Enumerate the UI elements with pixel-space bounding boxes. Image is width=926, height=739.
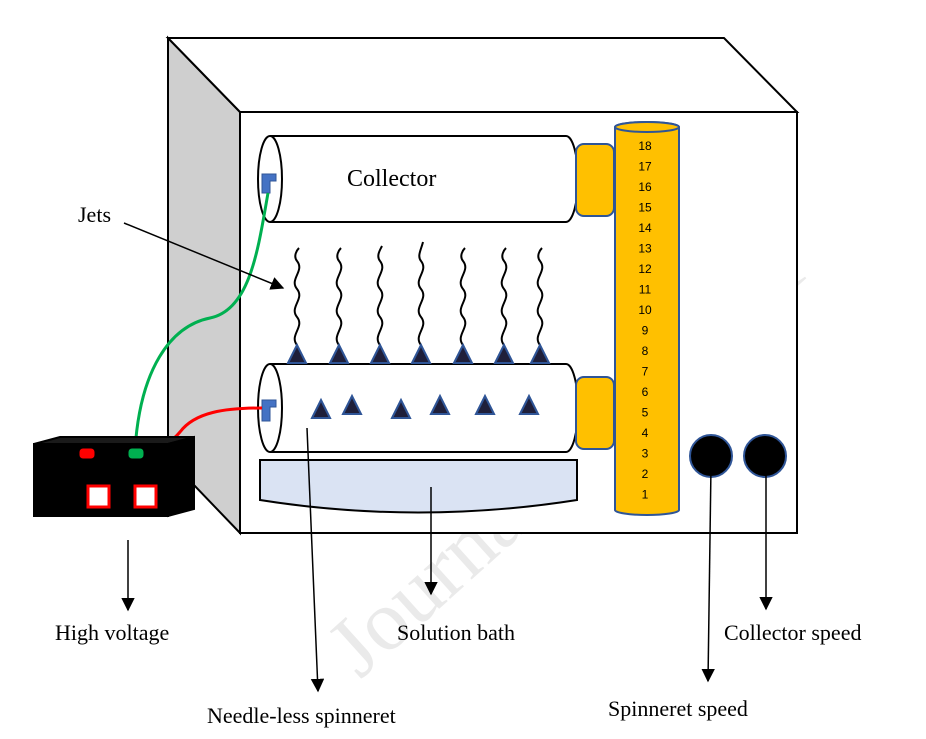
scale-number: 13 [638, 242, 652, 256]
power-supply [33, 435, 195, 518]
scale-number: 10 [638, 303, 652, 317]
scale-number: 12 [638, 262, 652, 276]
scale-number: 11 [639, 283, 652, 297]
spinneret-motor [575, 376, 615, 450]
scale-number: 16 [638, 180, 652, 194]
high-voltage-label: High voltage [55, 620, 169, 645]
scale-number: 2 [642, 467, 649, 481]
scale-number: 18 [638, 139, 652, 153]
green-terminal [128, 448, 144, 459]
jets [293, 241, 544, 346]
scale-numbers: 18 17 16 15 14 13 12 11 10 9 8 7 6 5 4 3 2 1 [638, 139, 652, 502]
collector-speed-label: Collector speed [724, 620, 861, 645]
scale-number: 6 [642, 385, 649, 399]
jets-label: Jets [78, 202, 111, 227]
scale-number: 1 [642, 488, 649, 502]
spinneret-speed-label: Spinneret speed [608, 696, 748, 721]
spinneret-speed-arrow [701, 465, 715, 683]
jets-arrow [123, 222, 285, 290]
scale-number: 14 [638, 221, 652, 235]
solution-bath [259, 459, 578, 514]
collector-motor [575, 143, 615, 217]
height-scale [614, 121, 680, 516]
scale-number: 9 [642, 324, 649, 338]
green-wire [133, 192, 270, 451]
scale-number: 17 [638, 160, 652, 174]
enclosure-top-face [165, 37, 800, 113]
red-terminal [79, 448, 95, 459]
scale-number: 15 [638, 201, 652, 215]
power-switch-right [133, 484, 158, 509]
spinneret-terminal [261, 399, 277, 422]
scale-number: 8 [642, 344, 649, 358]
collector-cylinder [257, 135, 579, 223]
spinneret-arrow [306, 427, 325, 693]
needle-less-spinneret-label: Needle-less spinneret [207, 703, 396, 728]
solution-bath-label: Solution bath [397, 620, 515, 645]
scale-number: 7 [642, 365, 649, 379]
spinneret-tips [310, 393, 540, 419]
collector-speed-knob [743, 434, 787, 478]
collector-label: Collector [347, 166, 436, 192]
scale-number: 5 [642, 406, 649, 420]
power-switch-left [86, 484, 111, 509]
jet-base-tips [286, 342, 551, 364]
scale-number: 3 [642, 447, 649, 461]
spinneret-cylinder [257, 363, 579, 453]
scale-number: 4 [642, 426, 649, 440]
collector-terminal [261, 173, 277, 194]
